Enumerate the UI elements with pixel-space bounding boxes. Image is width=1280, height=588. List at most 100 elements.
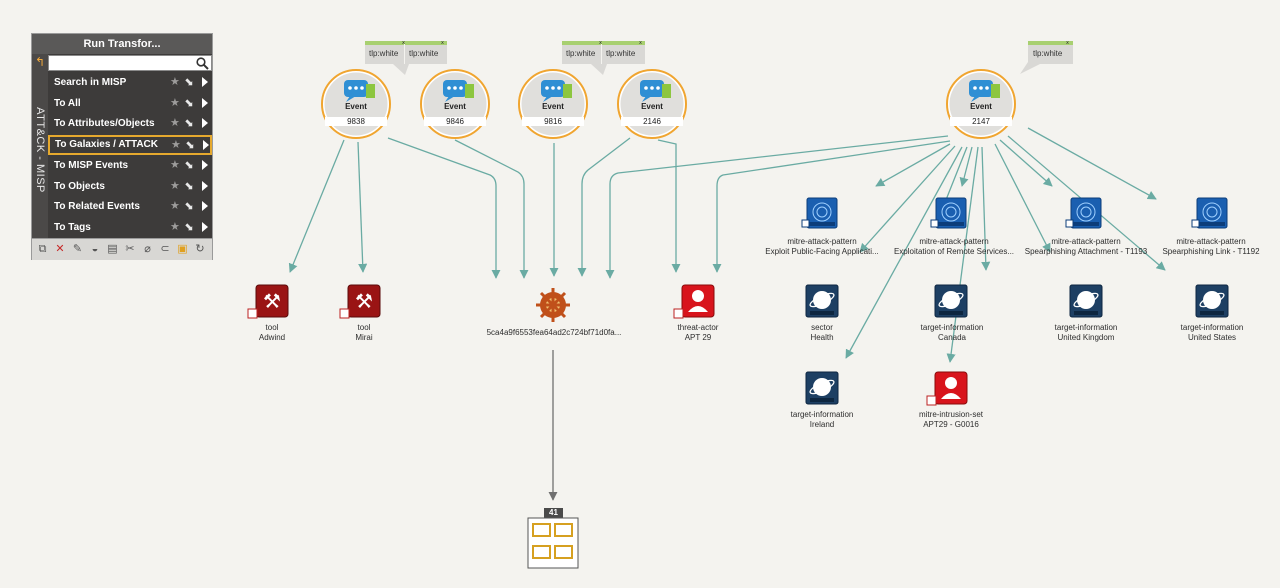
transform-menu-item[interactable]: Search in MISP ★ ⬊ — [48, 73, 212, 93]
edge — [288, 139, 345, 273]
paint-icon[interactable]: ✎ — [72, 243, 83, 255]
event-node[interactable] — [321, 69, 391, 139]
attack-pattern-icon[interactable] — [1065, 197, 1102, 229]
collection-node[interactable] — [527, 508, 579, 569]
transform-menu-item[interactable]: To Tags ★ ⬊ — [48, 218, 212, 238]
chat-bubble-icon — [443, 80, 474, 102]
play-icon[interactable] — [203, 140, 209, 151]
run-transform-icon[interactable]: ⬊ — [185, 139, 195, 152]
edge — [959, 146, 973, 187]
svg-text:x: x — [1066, 40, 1069, 46]
transform-menu-item[interactable]: To Objects ★ ⬊ — [48, 177, 212, 197]
run-transforms-panel: Run Transfor... ↰ ATT&CK - MISP Search i… — [31, 33, 213, 260]
event-node[interactable] — [518, 69, 588, 139]
attach-icon[interactable]: ⌀ — [144, 243, 151, 255]
chat-bubble-icon — [344, 80, 375, 102]
edge — [605, 135, 949, 279]
merge-icon[interactable]: ◒ — [91, 243, 99, 255]
run-transform-icon[interactable]: ⬊ — [184, 96, 194, 109]
intrusion-set-node[interactable] — [926, 371, 968, 406]
attack-pattern-icon[interactable] — [930, 197, 967, 229]
star-icon[interactable]: ★ — [170, 76, 180, 88]
attack-pattern-icon[interactable] — [801, 197, 838, 229]
search-input[interactable] — [49, 59, 195, 74]
globe-icon[interactable] — [1195, 284, 1229, 318]
play-icon[interactable] — [202, 159, 208, 170]
edge — [946, 146, 979, 363]
note-icon[interactable]: ▣ — [177, 243, 188, 255]
attack-pattern-icons[interactable] — [801, 197, 1228, 229]
event-node[interactable] — [946, 69, 1016, 139]
run-transform-icon[interactable]: ⬊ — [184, 117, 194, 130]
tlp-tag: tlp:white — [566, 49, 596, 58]
link-icon[interactable]: ⊂ — [160, 243, 170, 255]
star-icon[interactable]: ★ — [170, 179, 180, 192]
event-type-label: Event — [345, 102, 367, 111]
edges — [288, 127, 1166, 363]
star-icon[interactable]: ★ — [170, 200, 180, 213]
target-icons[interactable] — [805, 284, 1229, 405]
play-icon[interactable] — [202, 221, 208, 232]
run-transform-icon[interactable]: ⬊ — [184, 76, 194, 88]
side-tab[interactable]: ↰ ATT&CK - MISP — [32, 54, 48, 238]
run-transform-icon[interactable]: ⬊ — [184, 158, 194, 171]
refresh-icon[interactable]: ↻ — [195, 243, 205, 255]
run-transform-icon[interactable]: ⬊ — [184, 200, 194, 213]
threat-actor-node[interactable] — [673, 284, 715, 319]
globe-icon[interactable] — [934, 284, 968, 318]
menu-item-label: To Tags — [54, 221, 91, 233]
event-nodes[interactable] — [321, 69, 1016, 139]
tlp-callout-group-2: x x — [562, 40, 645, 75]
play-icon[interactable] — [202, 118, 208, 129]
transform-menu-item[interactable]: To Galaxies / ATTACK ★ ⬊ — [48, 135, 212, 156]
transform-menu-item[interactable]: To Attributes/Objects★⬊ — [48, 114, 212, 134]
globe-icon[interactable] — [1069, 284, 1103, 318]
svg-text:x: x — [402, 40, 405, 46]
star-icon[interactable]: ★ — [170, 96, 180, 109]
cut-icon[interactable]: ✂ — [125, 243, 135, 255]
play-icon[interactable] — [202, 97, 208, 108]
event-id: 9816 — [544, 117, 562, 126]
transform-menu-item[interactable]: To All★⬊ — [48, 94, 212, 114]
clipboard-icon[interactable]: ▤ — [107, 243, 118, 255]
tool-node-mirai[interactable]: ⚒ — [339, 284, 381, 319]
wrench-hammer-icon: ⚒ — [355, 289, 373, 313]
globe-icon[interactable] — [805, 371, 839, 405]
event-type-label: Event — [970, 102, 992, 111]
hash-node[interactable] — [536, 288, 570, 322]
event-node[interactable] — [617, 69, 687, 139]
star-icon[interactable]: ★ — [171, 139, 181, 152]
attack-pattern-icon[interactable] — [1191, 197, 1228, 229]
star-icon[interactable]: ★ — [170, 117, 180, 130]
svg-text:x: x — [639, 40, 642, 46]
event-node[interactable] — [420, 69, 490, 139]
menu-item-label: To Galaxies / ATTACK — [55, 139, 158, 151]
play-icon[interactable] — [202, 201, 208, 212]
tool-node-adwind[interactable]: ⚒ — [247, 284, 289, 319]
node-label-hash: 5ca4a9f6553fea64ad2c724bf71d0fa... — [486, 328, 622, 337]
play-icon[interactable] — [202, 180, 208, 191]
delete-icon[interactable]: ✕ — [55, 243, 65, 255]
star-icon[interactable]: ★ — [170, 220, 180, 233]
menu-item-label: To Objects — [54, 180, 105, 192]
run-transform-icon[interactable]: ⬊ — [184, 220, 194, 233]
globe-icon[interactable] — [805, 284, 839, 318]
back-arrow-icon[interactable]: ↰ — [34, 55, 46, 69]
tlp-callout-group-3: x — [1020, 40, 1073, 74]
search-icon[interactable] — [196, 57, 209, 70]
copy-icon[interactable]: ⧉ — [38, 243, 47, 255]
transform-menu-item[interactable]: To MISP Events★⬊ — [48, 156, 212, 176]
run-transform-icon[interactable]: ⬊ — [184, 179, 194, 192]
star-icon[interactable]: ★ — [170, 158, 180, 171]
tlp-tag: tlp:white — [369, 49, 399, 58]
play-icon[interactable] — [202, 77, 208, 87]
edge — [875, 143, 951, 187]
transform-menu-item[interactable]: To Related Events★⬊ — [48, 197, 212, 217]
svg-text:x: x — [441, 40, 444, 46]
menu-item-label: Search in MISP — [54, 77, 127, 88]
